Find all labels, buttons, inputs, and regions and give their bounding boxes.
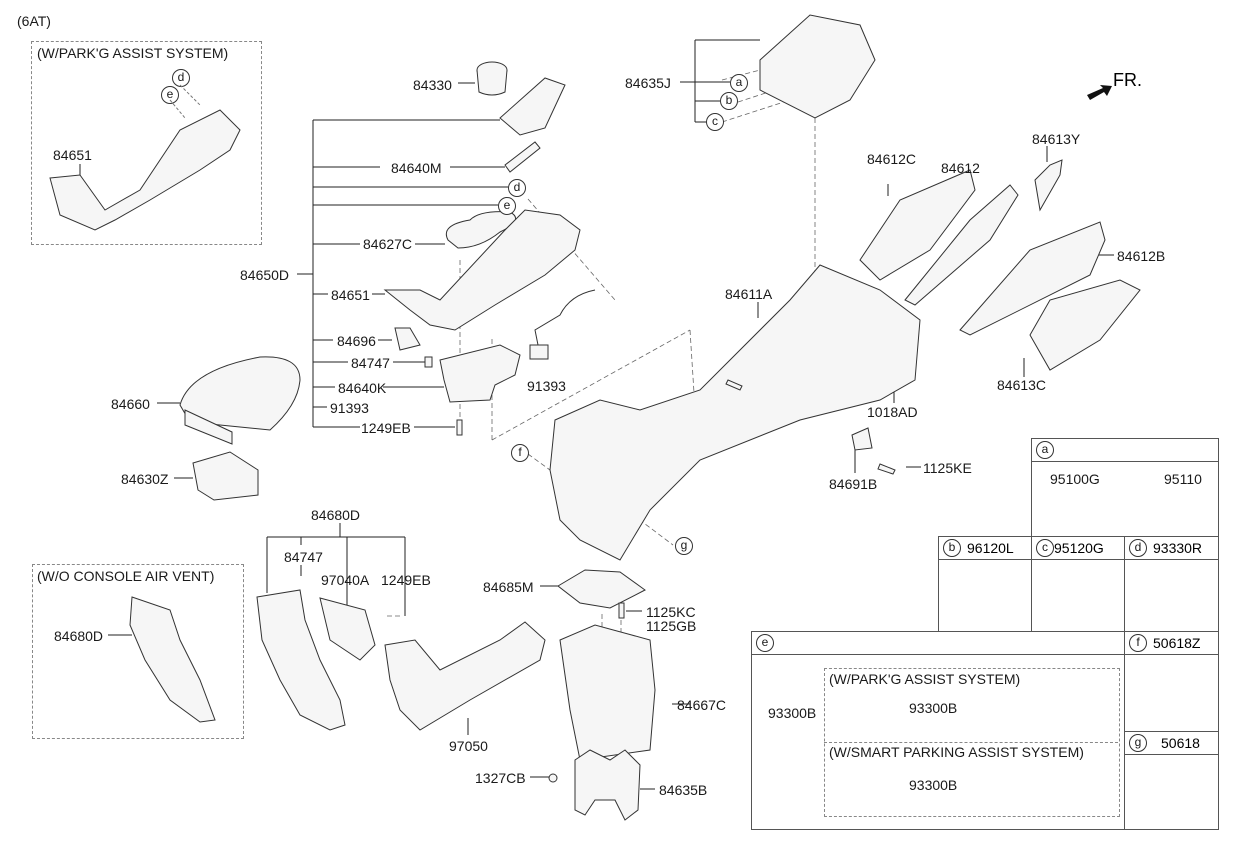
armrest-lid-shape: [179, 356, 301, 431]
part-label-84651[interactable]: 84651: [331, 287, 370, 303]
part-label-91393-harness[interactable]: 91393: [527, 378, 566, 394]
part-label-84747[interactable]: 84747: [351, 355, 390, 371]
storage-box-shape: [759, 14, 876, 119]
ref-circle-e-2[interactable]: e: [498, 197, 516, 215]
tray-shape: [192, 451, 259, 501]
front-arrow-icon: [1087, 85, 1112, 100]
legend-part-93330R[interactable]: 93330R: [1153, 540, 1203, 556]
legend-e-variant-2-part[interactable]: 93300B: [909, 777, 958, 793]
part-label-84627C[interactable]: 84627C: [363, 236, 413, 252]
legend-e-divider: [824, 742, 1118, 743]
part-label-84635J[interactable]: 84635J: [625, 75, 671, 91]
legend-e-variant-1-part[interactable]: 93300B: [909, 700, 958, 716]
legend-ref-b: b: [943, 539, 961, 557]
legend-cell-f: f 50618Z: [1124, 631, 1219, 733]
variant-label: (6AT): [17, 13, 51, 29]
side-panel-84612: [904, 184, 1019, 306]
legend-cell-a: a 95100G 95110: [1031, 438, 1219, 538]
part-label-84635B[interactable]: 84635B: [659, 782, 708, 798]
legend-part-96120L[interactable]: 96120L: [967, 540, 1014, 556]
legend-part-95110[interactable]: 95110: [1164, 471, 1202, 487]
legend-part-50618Z[interactable]: 50618Z: [1153, 635, 1201, 651]
part-label-97040A[interactable]: 97040A: [321, 572, 370, 588]
part-label-84613Y[interactable]: 84613Y: [1032, 131, 1081, 147]
ref-circle-f[interactable]: f: [511, 444, 529, 462]
part-label-84612B[interactable]: 84612B: [1117, 248, 1166, 264]
legend-ref-d: d: [1129, 539, 1147, 557]
part-label-84330[interactable]: 84330: [413, 77, 452, 93]
upper-console-shape: [383, 209, 581, 331]
console-box-shape: [559, 624, 656, 761]
part-label-84630Z[interactable]: 84630Z: [121, 471, 169, 487]
ref-circle-d[interactable]: d: [172, 69, 190, 87]
legend-ref-c: c: [1036, 539, 1054, 557]
part-label-84613C[interactable]: 84613C: [997, 377, 1047, 393]
legend-cell-c: c 95120G: [1031, 536, 1126, 633]
inset-park-assist: [31, 41, 262, 245]
side-panel-84613Y: [1034, 159, 1063, 212]
part-label-84640M[interactable]: 84640M: [391, 160, 442, 176]
side-panel-84612B: [959, 221, 1106, 336]
ref-circle-d-2[interactable]: d: [508, 179, 526, 197]
legend-cell-b: b 96120L: [938, 536, 1033, 633]
inset-rear-panel-shape: [129, 596, 216, 723]
legend-part-95120G[interactable]: 95120G: [1054, 540, 1104, 556]
part-label-84640K[interactable]: 84640K: [338, 380, 387, 396]
legend-ref-f: f: [1129, 634, 1147, 652]
part-label-84660[interactable]: 84660: [111, 396, 150, 412]
legend-part-50618[interactable]: 50618: [1161, 735, 1200, 751]
part-label-84680D-inset[interactable]: 84680D: [54, 628, 104, 644]
legend-cell-g: g 50618: [1124, 731, 1219, 830]
part-label-1125KC[interactable]: 1125KC: [646, 604, 696, 620]
part-label-84650D[interactable]: 84650D: [240, 267, 290, 283]
part-label-84612C[interactable]: 84612C: [867, 151, 917, 167]
inset-park-assist-title: (W/PARK'G ASSIST SYSTEM): [37, 45, 229, 61]
legend-ref-g: g: [1129, 734, 1147, 752]
ref-circle-b[interactable]: b: [720, 92, 738, 110]
legend-ref-a: a: [1036, 441, 1054, 459]
part-label-1018AD[interactable]: 1018AD: [867, 404, 918, 420]
legend-e-variant-2-title: (W/SMART PARKING ASSIST SYSTEM): [829, 744, 1084, 760]
part-label-1249EB-rear[interactable]: 1249EB: [381, 572, 431, 588]
front-indicator-label: FR.: [1113, 70, 1142, 90]
part-label-84685M[interactable]: 84685M: [483, 579, 534, 595]
inset-no-air-vent-title: (W/O CONSOLE AIR VENT): [37, 568, 215, 584]
main-console-shape: [549, 264, 921, 561]
ref-circle-a[interactable]: a: [730, 74, 748, 92]
ref-circle-g[interactable]: g: [675, 537, 693, 555]
legend-ref-e: e: [756, 634, 774, 652]
inset-console-drawing: [49, 84, 241, 231]
part-label-84696[interactable]: 84696: [337, 333, 376, 349]
part-label-1125KE[interactable]: 1125KE: [923, 460, 972, 476]
legend-part-95100G[interactable]: 95100G: [1050, 471, 1100, 487]
legend-cell-e: e 93300B (W/PARK'G ASSIST SYSTEM) 93300B…: [751, 631, 1126, 830]
part-label-84651-inset[interactable]: 84651: [53, 147, 92, 163]
part-label-1125GB[interactable]: 1125GB: [646, 618, 697, 634]
part-label-1327CB[interactable]: 1327CB: [475, 770, 526, 786]
part-label-97050[interactable]: 97050: [449, 738, 488, 754]
ref-circle-e[interactable]: e: [161, 86, 179, 104]
console-bracket-shape: [574, 749, 641, 821]
part-label-91393[interactable]: 91393: [330, 400, 369, 416]
part-label-84680D[interactable]: 84680D: [311, 507, 361, 523]
part-label-1249EB[interactable]: 1249EB: [361, 420, 411, 436]
part-label-84611A[interactable]: 84611A: [725, 286, 773, 302]
part-label-84747-rear[interactable]: 84747: [284, 549, 323, 565]
legend-part-93300B[interactable]: 93300B: [768, 705, 817, 721]
side-panel-84612C: [859, 169, 976, 281]
air-duct-shape: [384, 621, 546, 731]
part-label-84667C[interactable]: 84667C: [677, 697, 727, 713]
legend-cell-d: d 93330R: [1124, 536, 1219, 633]
part-label-84691B[interactable]: 84691B: [829, 476, 878, 492]
part-label-84612[interactable]: 84612: [941, 160, 980, 176]
legend-e-variant-1-title: (W/PARK'G ASSIST SYSTEM): [829, 671, 1021, 687]
inset-no-air-vent: [32, 564, 244, 739]
ref-circle-c[interactable]: c: [706, 113, 724, 131]
side-panel-84613C: [1029, 279, 1141, 371]
rear-console-panel-shape: [256, 589, 346, 731]
